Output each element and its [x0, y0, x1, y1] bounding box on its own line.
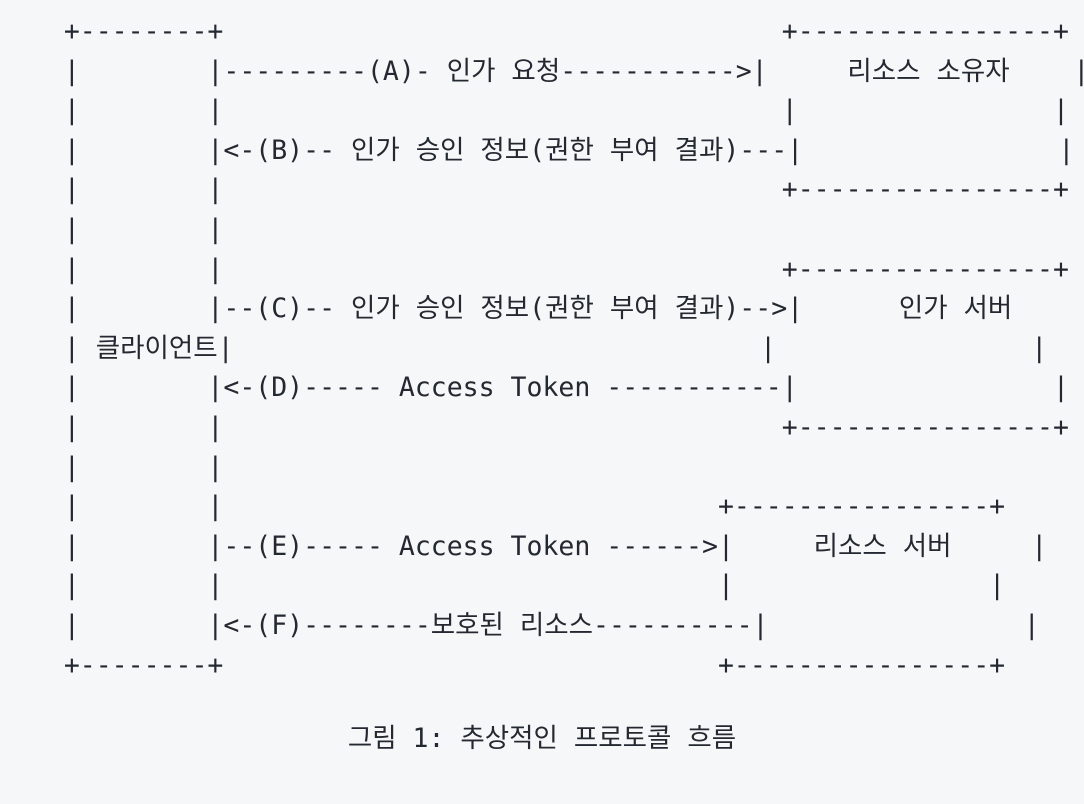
- figure: +--------+ +----------------+ | |-------…: [0, 12, 1084, 759]
- protocol-flow-diagram: +--------+ +----------------+ | |-------…: [63, 16, 1084, 681]
- figure-caption: 그림 1: 추상적인 프로토콜 흐름: [347, 723, 737, 755]
